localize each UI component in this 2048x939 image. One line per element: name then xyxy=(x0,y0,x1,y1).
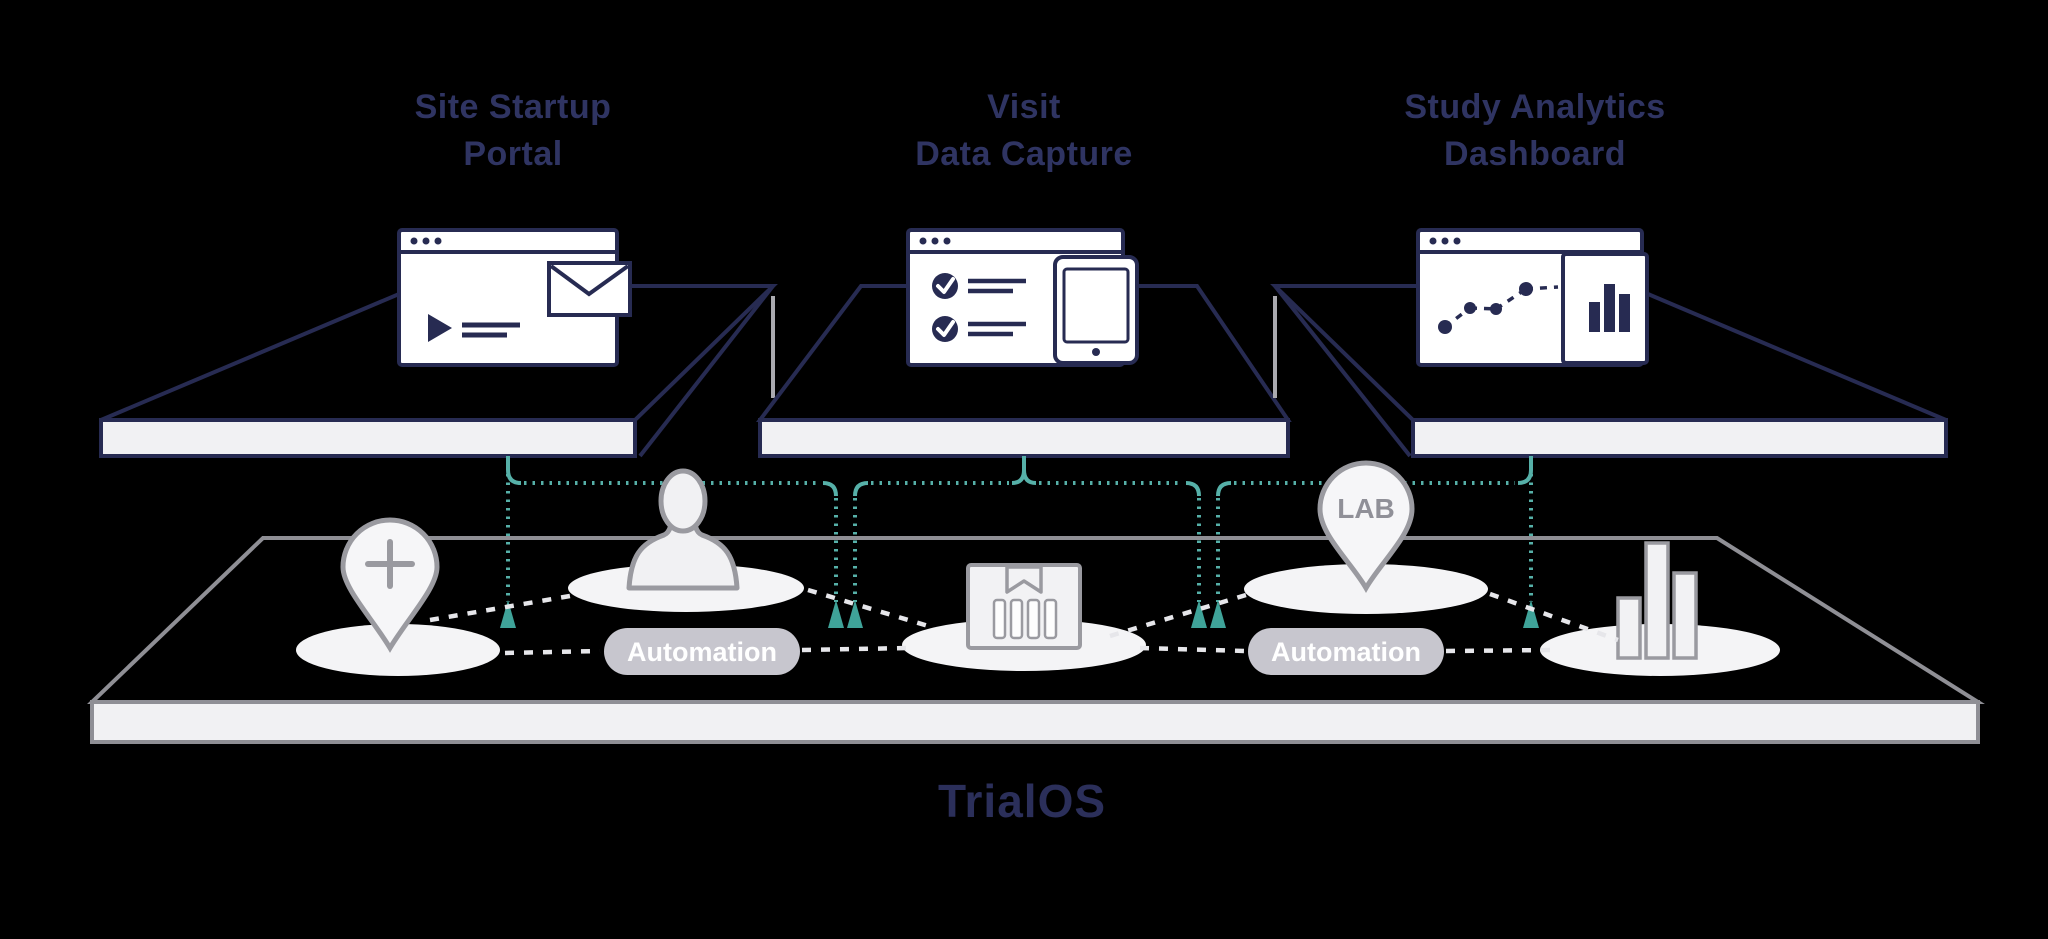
mesh-pin-automation1 xyxy=(504,648,601,656)
platform-front-face xyxy=(99,418,637,458)
automation-pill-right: Automation xyxy=(1248,628,1444,675)
title-line: Portal xyxy=(463,135,563,173)
platform-front-face xyxy=(90,700,1980,744)
platform-front-face xyxy=(1411,418,1948,458)
app-title-visit-data-capture: Visit Data Capture xyxy=(915,84,1133,178)
arrowhead xyxy=(847,600,863,628)
integration-connectors xyxy=(506,456,1533,602)
lab-pin-icon: LAB xyxy=(1317,460,1415,593)
automation-pill-left: Automation xyxy=(604,628,800,675)
mesh-pin-person xyxy=(429,593,571,623)
platform-front-face xyxy=(758,418,1290,458)
person-head xyxy=(658,468,708,534)
platform-side-edge xyxy=(1273,284,1412,458)
mesh-box-lab xyxy=(1109,592,1247,639)
checklist-icon xyxy=(932,273,1026,342)
title-line: Site Startup xyxy=(414,88,612,126)
text-lines xyxy=(462,322,520,338)
arrowhead xyxy=(1523,600,1539,628)
mesh-lab-bars xyxy=(1489,591,1619,643)
title-line: Visit xyxy=(987,88,1061,126)
arrowhead xyxy=(500,600,516,628)
title-line: Data Capture xyxy=(915,135,1133,173)
trend-points xyxy=(1438,282,1533,334)
study-analytics-card xyxy=(1416,228,1649,367)
trialos-wordmark: TrialOS xyxy=(937,775,1107,827)
browser-dots-icon xyxy=(919,237,951,245)
mesh-box-automation2 xyxy=(1139,645,1247,654)
sample-box-icon xyxy=(966,563,1082,650)
workflow-mesh xyxy=(429,587,1619,656)
app-title-study-analytics: Study Analytics Dashboard xyxy=(1404,84,1665,178)
arrowhead xyxy=(1210,600,1226,628)
tablet-icon xyxy=(1053,255,1139,365)
visit-data-capture-card xyxy=(906,228,1139,367)
vials xyxy=(992,598,1058,640)
bar-chart-card-icon xyxy=(1561,252,1649,365)
pin-shadow xyxy=(296,624,500,676)
arrowhead xyxy=(828,600,844,628)
browser-dots-icon xyxy=(1429,237,1461,245)
site-startup-card xyxy=(397,228,632,367)
connector-arrowheads xyxy=(500,600,1539,628)
app-platform-left xyxy=(99,284,778,458)
location-pin-plus-icon xyxy=(340,517,440,653)
title-line: Study Analytics xyxy=(1404,88,1666,126)
platform-side-edge xyxy=(638,284,775,458)
mesh-automation1-box xyxy=(801,645,909,653)
person-silhouette-icon xyxy=(626,468,740,591)
arrowhead xyxy=(1191,600,1207,628)
app-title-site-startup: Site Startup Portal xyxy=(415,84,612,178)
browser-dots-icon xyxy=(410,237,442,245)
envelope-icon xyxy=(547,261,632,317)
trialos-platform-slab xyxy=(87,536,1985,744)
title-line: Dashboard xyxy=(1443,135,1627,173)
automation-pill-label: Automation xyxy=(1271,637,1421,667)
automation-pill-label: Automation xyxy=(627,637,777,667)
lab-pin-label: LAB xyxy=(1337,493,1395,524)
play-icon xyxy=(428,314,452,342)
mesh-person-box xyxy=(807,587,936,631)
bar-chart-icon xyxy=(1616,541,1698,660)
mesh-automation2-bars xyxy=(1445,647,1557,654)
box-ribbon xyxy=(1005,565,1043,594)
